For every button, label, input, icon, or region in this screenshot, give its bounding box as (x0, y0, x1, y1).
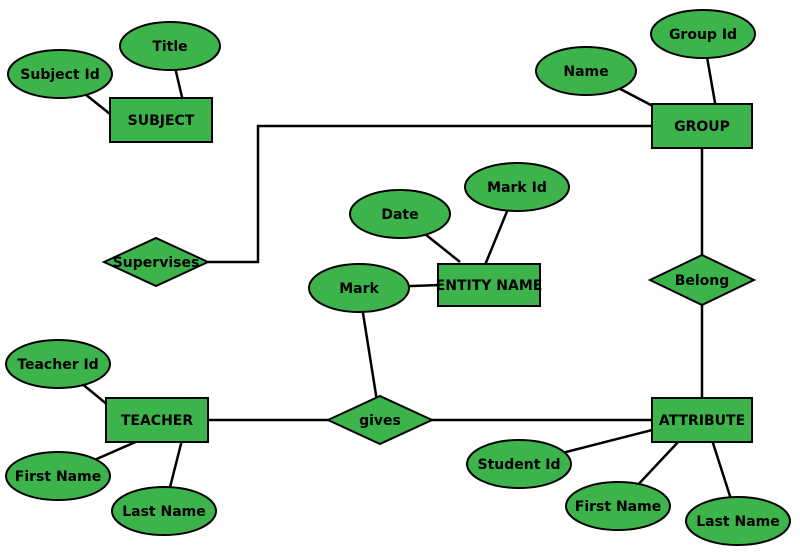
attribute-label: Student Id (477, 457, 560, 473)
attribute-label: Date (381, 207, 418, 223)
attribute-label: Title (152, 39, 187, 55)
attribute-label: Mark (339, 281, 379, 297)
attribute-student-id[interactable]: Student Id (466, 439, 572, 489)
attribute-mark-id[interactable]: Mark Id (464, 162, 570, 212)
attribute-title[interactable]: Title (119, 21, 221, 71)
relationship-supervises[interactable]: Supervises (101, 236, 211, 288)
attribute-label: Last Name (696, 514, 780, 530)
relationship-belong[interactable]: Belong (647, 253, 757, 307)
attribute-label: First Name (575, 499, 661, 515)
edge-supervises-group (208, 124, 652, 264)
relationship-label: gives (359, 413, 401, 429)
attribute-teacher-id[interactable]: Teacher Id (5, 339, 111, 389)
entity-label: ATTRIBUTE (659, 413, 745, 429)
attribute-label: Name (563, 64, 608, 80)
attribute-mark[interactable]: Mark (308, 263, 410, 313)
entity-subject[interactable]: SUBJECT (109, 97, 213, 143)
attribute-date[interactable]: Date (349, 189, 451, 239)
relationship-gives[interactable]: gives (325, 394, 435, 446)
attribute-subject-id[interactable]: Subject Id (7, 49, 113, 99)
attribute-group-id[interactable]: Group Id (650, 9, 756, 59)
relationship-label: Supervises (113, 255, 200, 271)
attribute-label: Subject Id (20, 67, 99, 83)
attribute-student-first-name[interactable]: First Name (565, 481, 671, 531)
entity-entity-name[interactable]: ENTITY NAME (436, 263, 543, 307)
attribute-label: Teacher Id (17, 357, 98, 373)
attribute-teacher-first-name[interactable]: First Name (5, 451, 111, 501)
entity-label: SUBJECT (128, 113, 195, 129)
attribute-student-last-name[interactable]: Last Name (685, 496, 791, 546)
attribute-label: First Name (15, 469, 101, 485)
entity-teacher[interactable]: TEACHER (105, 397, 209, 443)
attribute-label: Last Name (122, 504, 206, 520)
entity-group[interactable]: GROUP (651, 103, 753, 149)
attribute-name[interactable]: Name (535, 46, 637, 96)
entity-label: ENTITY NAME (436, 278, 543, 294)
entity-label: TEACHER (121, 413, 194, 429)
entity-attribute[interactable]: ATTRIBUTE (651, 397, 753, 443)
attribute-teacher-last-name[interactable]: Last Name (111, 486, 217, 536)
entity-label: GROUP (674, 119, 730, 135)
relationship-label: Belong (675, 273, 730, 289)
attribute-label: Mark Id (487, 180, 547, 196)
attribute-label: Group Id (669, 27, 737, 43)
